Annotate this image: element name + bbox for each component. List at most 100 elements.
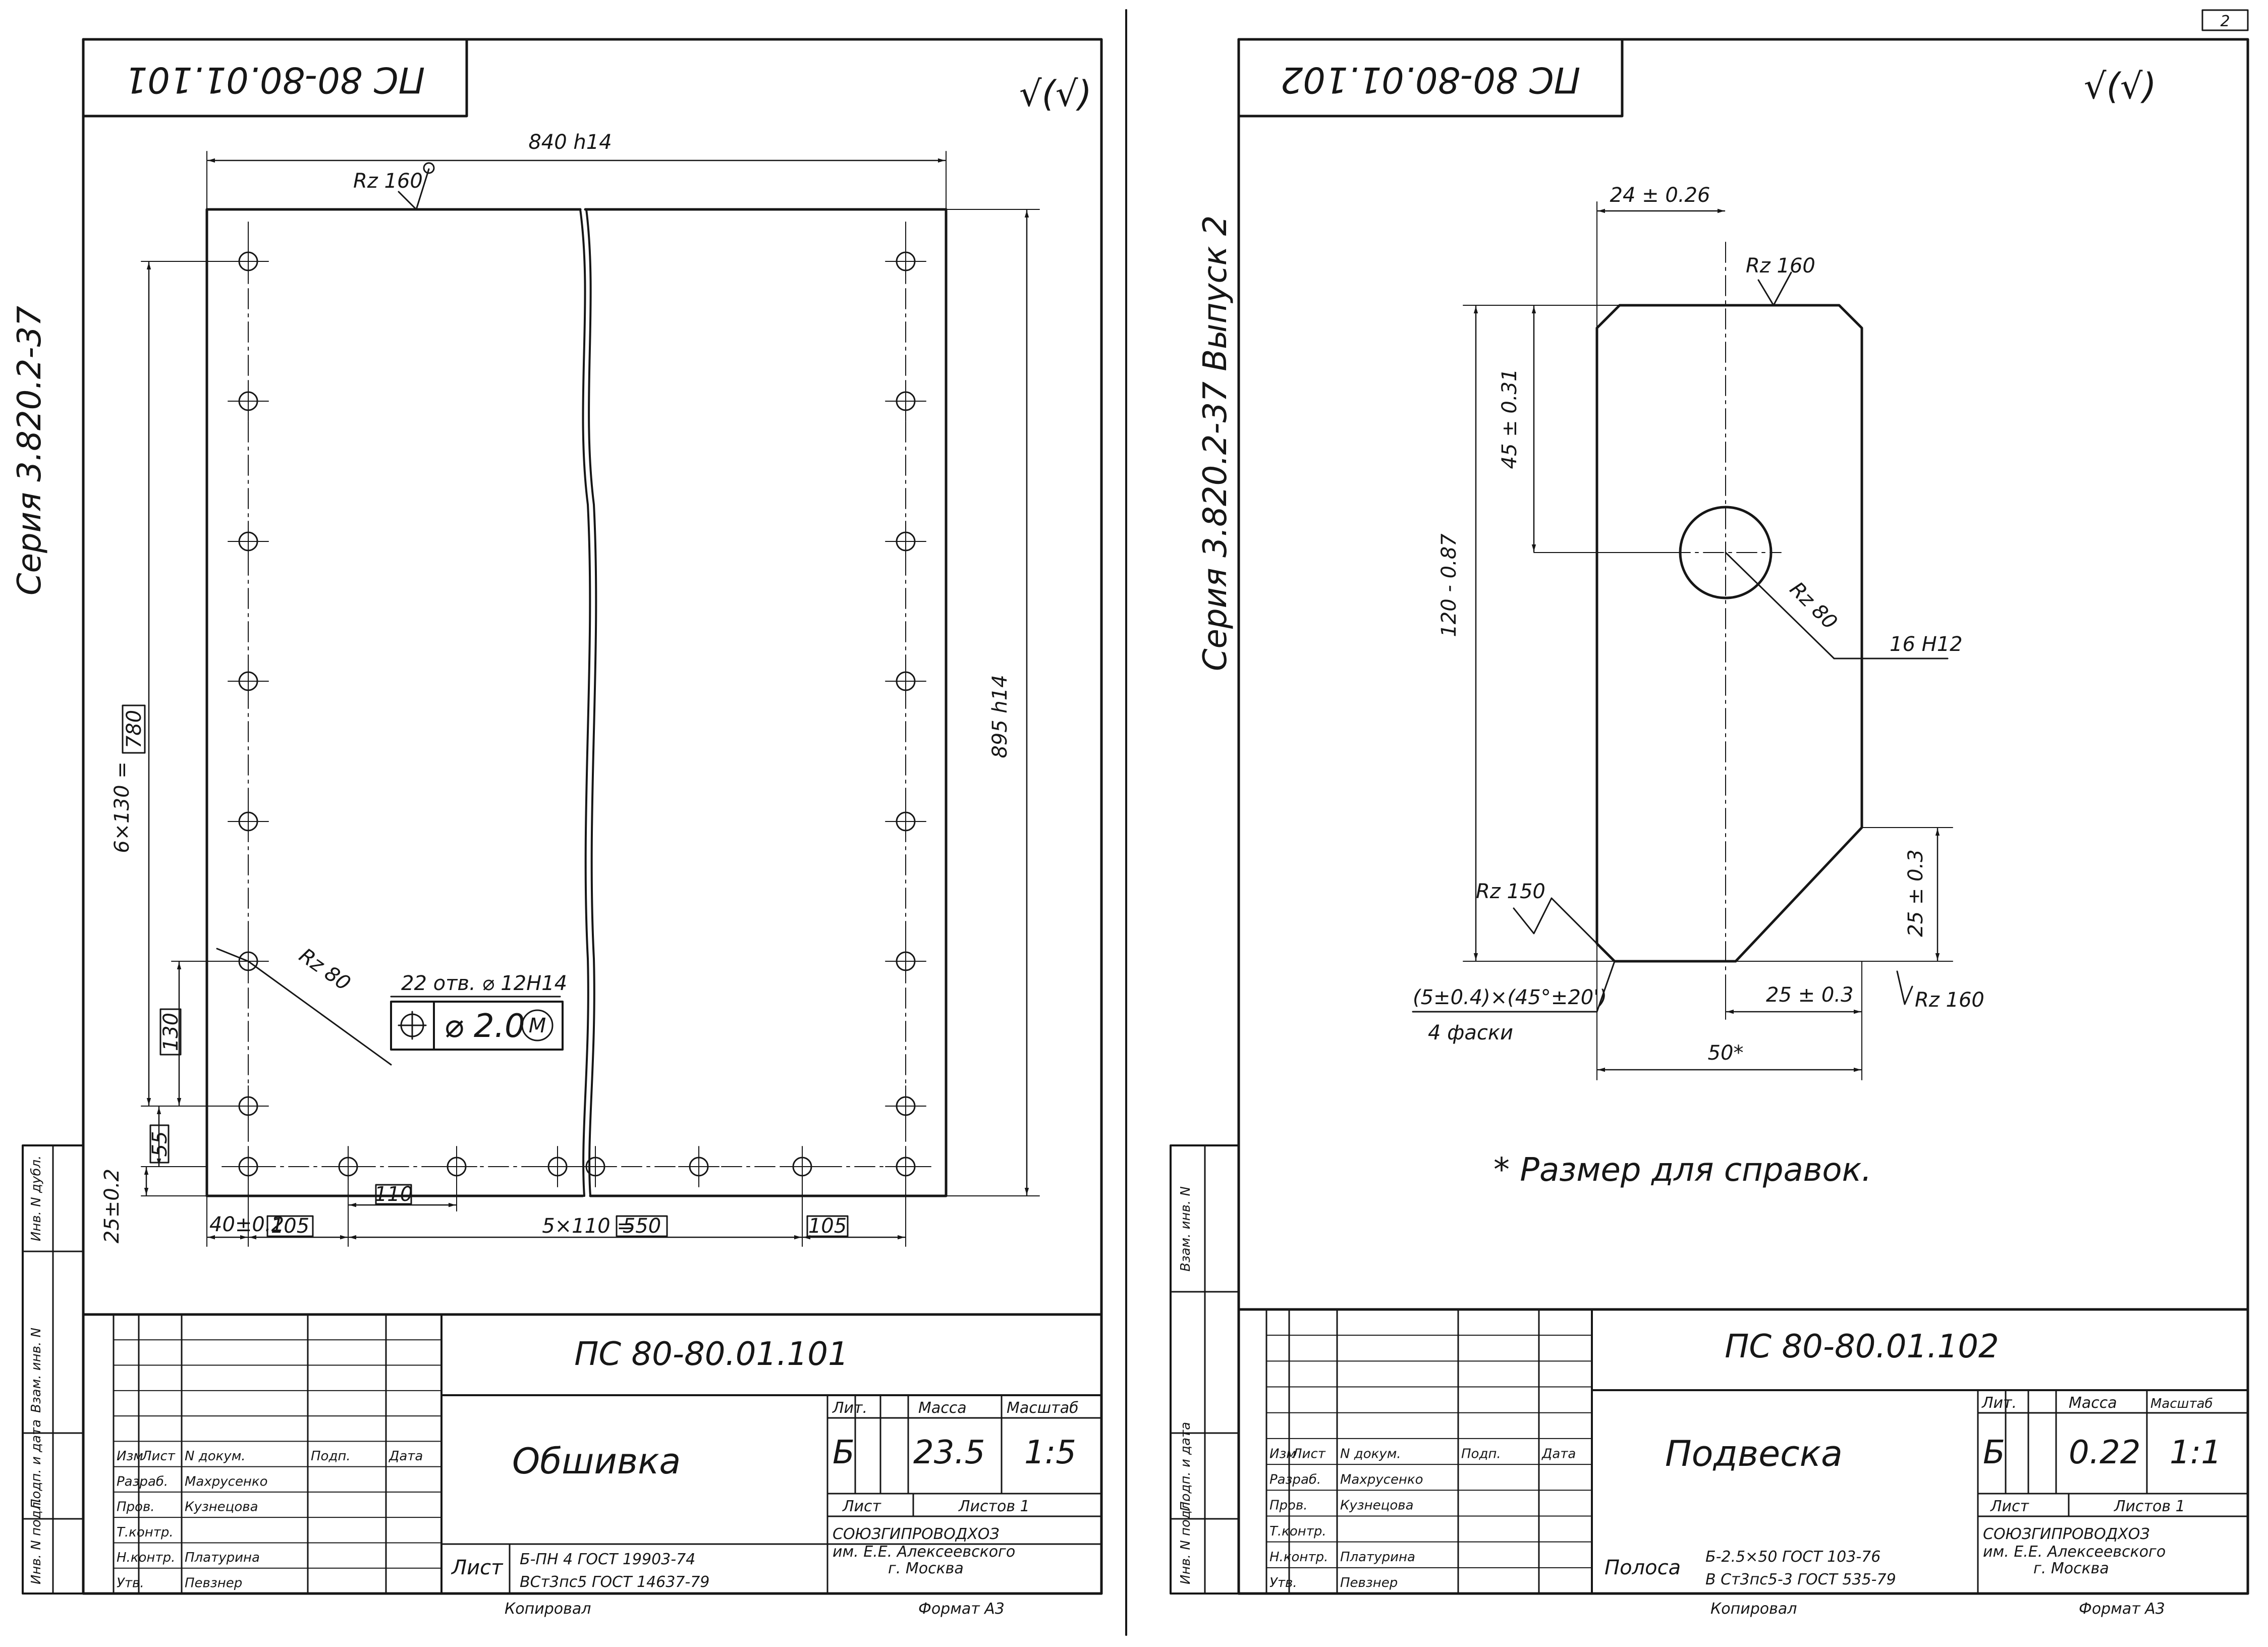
sheet-2-dim-50: 50* [1708, 1041, 1744, 1065]
sheet-2-note: * Размер для справок. [1493, 1151, 1872, 1189]
sheet-1-stamp-text: ПС 80-80.01.101 [125, 59, 425, 100]
sheet-2-tb-hdr: Дата [1541, 1446, 1576, 1461]
sheet-1-tolerance-value: ⌀ 2.0 [444, 1008, 525, 1045]
sheet-1-dim-edge-h: 40±0.2 [209, 1213, 284, 1236]
sheet-2-rz-right: Rz 160 [1915, 989, 1984, 1012]
sheet-1-dim-110: 110 [374, 1183, 413, 1206]
sheet-1-tb-hdr: Лист [141, 1449, 176, 1464]
sheet-2-hole-callout: 16 H12 [1890, 633, 1963, 656]
sheet-1-plate [205, 208, 948, 1197]
sheet-1-tb-person: Махрусенко [185, 1474, 268, 1489]
sheet-2-tb-person: Кузнецова [1340, 1498, 1414, 1513]
sheet-1-margin-sign: Подп. и дата [29, 1419, 44, 1509]
sheet-1-tb-scale-label: Масштаб [1007, 1399, 1079, 1417]
sheet-1-tb-role: Н.контр. [117, 1550, 175, 1565]
sheet-2-dim-25v: 25 ± 0.3 [1904, 849, 1927, 937]
sheet-1-dim-105b: 105 [808, 1215, 847, 1238]
sheet-2-tb-person: Платурина [1340, 1550, 1415, 1565]
sheet-2-tb-role: Разраб. [1269, 1472, 1321, 1487]
sheet-1-dim-vert-55: 55 [148, 1131, 172, 1157]
sheet-2-chamfer1: (5±0.4)×(45°±20') [1413, 986, 1607, 1009]
sheet-2-tb-hdr: Подп. [1461, 1446, 1501, 1461]
sheet-1-holes [228, 241, 926, 1187]
sheet-1-stamp-box [82, 38, 468, 118]
sheet-1-tb-org3: г. Москва [888, 1560, 964, 1577]
sheet-1-dim-vert-pitch: 6×130 = [110, 761, 134, 853]
sheet-2-dim-45: 45 ± 0.31 [1498, 369, 1521, 469]
sheet-2-rz-hole: Rz 80 [1785, 578, 1842, 634]
sheet-2-tb-mass-label: Масса [2069, 1394, 2117, 1412]
sheet-1-title-block [82, 1313, 1103, 1595]
sheet-2-footer-format: Формат А3 [2079, 1600, 2165, 1618]
sheet-1-tb-lit: Б [833, 1434, 855, 1471]
sheet-1-margin-dup: Инв. N дубл. [29, 1156, 44, 1241]
sheet-2-plate [1595, 304, 1863, 963]
sheet-1-tb-mass: 23.5 [913, 1434, 985, 1471]
sheet-2-tb-material2: В Ст3пс5-3 ГОСТ 535-79 [1705, 1571, 1896, 1588]
sheet-2-series: Серия 3.820.2-37 Выпуск 2 [1197, 215, 1234, 671]
sheet-2-tb-org2: им. Е.Е. Алексеевского [1983, 1543, 2166, 1561]
sheet-2-margin-inv: Инв. N подл. [1178, 1498, 1193, 1584]
sheet-1-tb-sheets-label: Листов 1 [958, 1498, 1030, 1515]
sheet-1-tolerance-frame [390, 1001, 564, 1051]
sheet-2-tb-person: Певзнер [1340, 1575, 1398, 1590]
sheet-1-tb-designation: ПС 80-80.01.101 [574, 1336, 848, 1373]
sheet-1-tolerance-mod: M [529, 1014, 546, 1037]
sheet-1-dim-horiz-total: 550 [623, 1215, 661, 1238]
sheet-1-tb-person: Кузнецова [185, 1500, 258, 1515]
sheet-2-title-block [1237, 1308, 2249, 1595]
sheet-2-tb-lit: Б [1983, 1434, 2005, 1471]
sheet-2-tb-role: Утв. [1269, 1575, 1297, 1590]
sheet-2-dim-top: 24 ± 0.26 [1610, 184, 1710, 207]
sheet-1-footer-copied: Копировал [505, 1600, 591, 1618]
sheet-2-margin-sign: Подп. и дата [1178, 1422, 1193, 1511]
sheet-2-finish-symbol: √(√) [2084, 66, 2156, 107]
sheet-1-tb-mass-label: Масса [918, 1399, 967, 1417]
sheet-1-rz-top: Rz 160 [353, 170, 423, 193]
sheet-2-tb-person: Махрусенко [1340, 1472, 1423, 1487]
sheet-1-dim-width: 840 h14 [528, 131, 612, 154]
sheet-2-tb-hdr: Лист [1292, 1446, 1326, 1461]
sheet-2-tb-material1: Б-2.5×50 ГОСТ 103-76 [1705, 1548, 1880, 1566]
sheet-2-tb-role: Н.контр. [1269, 1550, 1328, 1565]
sheet-2-tb-lit-label: Лит. [1981, 1394, 2017, 1412]
sheet-1-finish-symbol: √(√) [1019, 73, 1092, 115]
sheet-1-tb-role: Т.контр. [117, 1525, 174, 1540]
sheet-1-dim-edge-v: 25±0.2 [100, 1169, 124, 1243]
sheet-2-tb-material-head: Полоса [1605, 1556, 1681, 1579]
sheet-1-tb-name: Обшивка [512, 1441, 681, 1482]
sheet-1-tb-material-head: Лист [451, 1556, 504, 1579]
sheet-2-dim-25h: 25 ± 0.3 [1766, 983, 1853, 1007]
sheet-2-rz-top: Rz 160 [1746, 254, 1815, 278]
sheet-1-tb-hdr: Изм [117, 1449, 143, 1464]
sheet-2-tb-name: Подвеска [1665, 1433, 1843, 1474]
sheet-1-tb-hdr: Дата [389, 1449, 423, 1464]
sheet-1-tb-material2: ВСт3пс5 ГОСТ 14637-79 [520, 1573, 709, 1591]
sheet-1-series: Серия 3.820.2-37 [11, 306, 48, 595]
sheet-1-tb-org1: СОЮЗГИПРОВОДХОЗ [833, 1525, 1000, 1543]
sheet-2-tb-scale: 1:1 [2170, 1434, 2222, 1471]
sheet-1-tb-hdr: Подп. [311, 1449, 351, 1464]
sheet-2-chamfer2: 4 фаски [1428, 1021, 1513, 1045]
sheet-2-tb-role: Т.контр. [1269, 1524, 1326, 1539]
sheet-2-stamp-box [1237, 38, 1624, 118]
sheet-1-dim-height: 895 h14 [988, 675, 1012, 758]
sheet-2-tb-designation: ПС 80-80.01.102 [1725, 1328, 1999, 1365]
sheet-1-tb-org2: им. Е.Е. Алексеевского [833, 1543, 1015, 1561]
sheet-1-rz-hole: Rz 80 [295, 944, 354, 996]
sheet-1-dim-horiz-pitch: 5×110 = [542, 1215, 634, 1238]
sheet-1-tb-scale: 1:5 [1024, 1434, 1076, 1471]
sheet-1-holes-callout: 22 отв. ⌀ 12H14 [401, 972, 567, 995]
sheet-2-tb-mass: 0.22 [2069, 1434, 2141, 1471]
sheet-1-dim-105a: 105 [271, 1215, 309, 1238]
sheet-1-tb-hdr: N докум. [185, 1449, 246, 1464]
sheet-2-tb-hdr: N докум. [1340, 1446, 1401, 1461]
sheet-2-margin-replace: Взам. инв. N [1178, 1186, 1193, 1272]
sheet-1-tb-role: Утв. [117, 1575, 144, 1590]
sheet-2-tb-org1: СОЮЗГИПРОВОДХОЗ [1983, 1525, 2150, 1543]
sheet-2-tb-org3: г. Москва [2033, 1560, 2109, 1577]
sheet-1-tb-person: Певзнер [185, 1575, 242, 1590]
sheet-2-footer-copied: Копировал [1710, 1600, 1797, 1618]
sheet-2-tb-role: Пров. [1269, 1498, 1308, 1513]
